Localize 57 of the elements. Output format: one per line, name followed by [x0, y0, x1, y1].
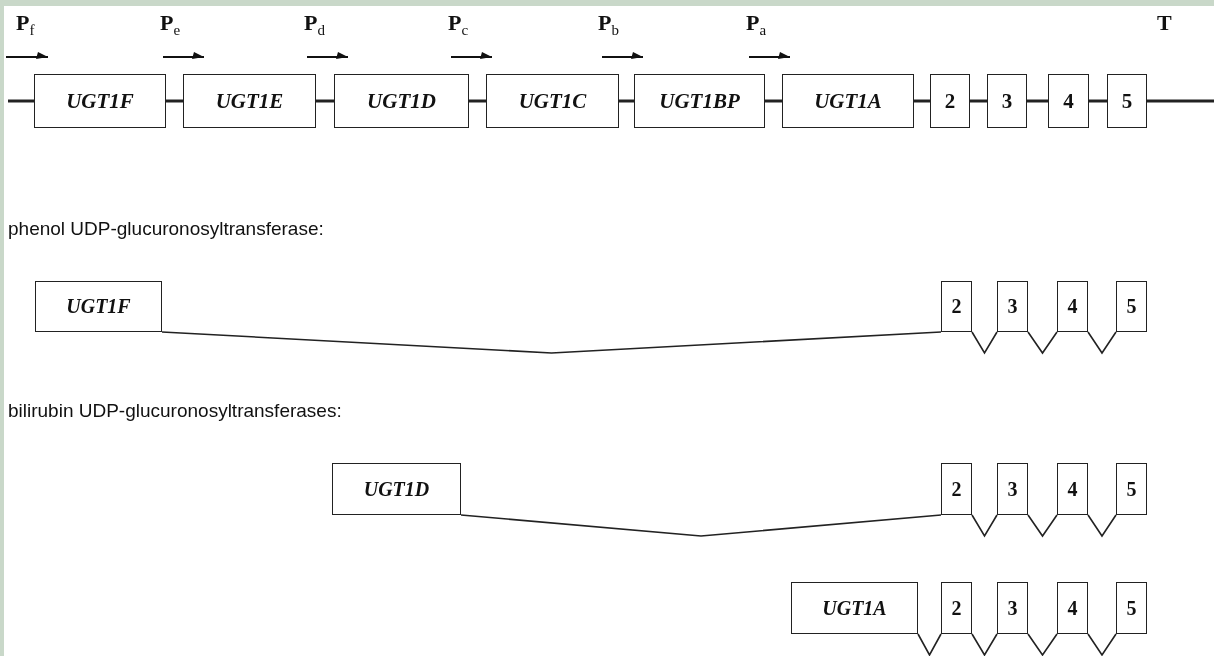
connecting-line [914, 99, 930, 103]
splice-line [460, 514, 942, 537]
splice-line [1087, 514, 1117, 538]
exon-box: 5 [1116, 582, 1147, 634]
exon-box: 4 [1048, 74, 1089, 128]
exon-box: 3 [997, 582, 1028, 634]
splice-line [1027, 514, 1058, 538]
exon-box: 2 [941, 463, 972, 515]
exon-box: 5 [1107, 74, 1147, 128]
section-heading: bilirubin UDP-glucuronosyltransferases: [8, 400, 342, 422]
splice-line [971, 331, 998, 355]
splice-line [917, 633, 942, 656]
promoter-label: P$_{b}$ [598, 10, 619, 40]
gene-box: UGT1E [183, 74, 316, 128]
exon-box: 3 [987, 74, 1027, 128]
splice-line [1087, 633, 1117, 656]
gene-box: UGT1F [34, 74, 166, 128]
splice-line [1087, 331, 1117, 355]
exon-box: 2 [941, 582, 972, 634]
connecting-line [316, 99, 334, 103]
promoter-label: P$_{c}$ [448, 10, 469, 40]
splice-line [971, 633, 998, 656]
connecting-line [8, 99, 34, 103]
gene-box: UGT1A [782, 74, 914, 128]
splice-line [161, 331, 942, 354]
section-heading: phenol UDP-glucuronosyltransferase: [8, 218, 324, 240]
connecting-line [1147, 99, 1214, 103]
exon-box: 4 [1057, 281, 1088, 332]
terminator-label: T [1157, 10, 1172, 36]
promoter-label: P$_{d}$ [304, 10, 325, 40]
exon-box: 4 [1057, 582, 1088, 634]
exon-box: 4 [1057, 463, 1088, 515]
gene-box: UGT1D [332, 463, 461, 515]
exon-box: 2 [930, 74, 970, 128]
splice-line [971, 514, 998, 538]
connecting-line [1027, 99, 1048, 103]
connecting-line [765, 99, 782, 103]
splice-line [1027, 331, 1058, 355]
exon-box: 3 [997, 463, 1028, 515]
exon-box: 2 [941, 281, 972, 332]
exon-box: 5 [1116, 281, 1147, 332]
promoter-label: P$_{a}$ [746, 10, 767, 40]
connecting-line [970, 99, 987, 103]
exon-box: 5 [1116, 463, 1147, 515]
connecting-line [166, 99, 183, 103]
gene-box: UGT1F [35, 281, 162, 332]
promoter-label: P$_{f}$ [16, 10, 35, 40]
exon-box: 3 [997, 281, 1028, 332]
gene-box: UGT1C [486, 74, 619, 128]
connecting-line [469, 99, 486, 103]
promoter-label: P$_{e}$ [160, 10, 181, 40]
splice-line [1027, 633, 1058, 656]
connecting-line [619, 99, 634, 103]
gene-box: UGT1BP [634, 74, 765, 128]
connecting-line [1089, 99, 1107, 103]
gene-box: UGT1D [334, 74, 469, 128]
gene-box: UGT1A [791, 582, 918, 634]
